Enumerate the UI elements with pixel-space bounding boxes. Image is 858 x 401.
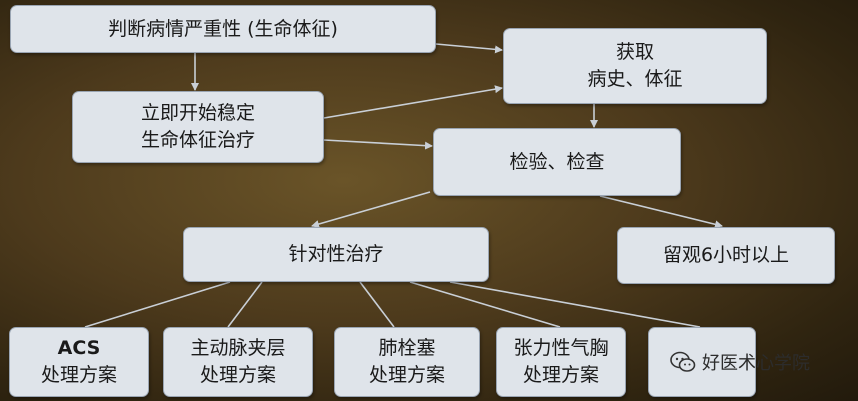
arrow-tests-to-targeted	[311, 191, 431, 228]
node-obtain-history: 获取 病史、体征	[503, 28, 767, 104]
line-targeted-to-acs	[84, 281, 231, 328]
watermark: 好医术心学院	[670, 347, 810, 377]
node-aortic-dissection-plan: 主动脉夹层 处理方案	[163, 327, 313, 397]
arrow-tests-to-observe	[599, 195, 723, 229]
node-tests-text: 检验、检查	[509, 150, 605, 173]
watermark-text: 好医术心学院	[702, 353, 810, 374]
node-observe-6h: 留观6小时以上	[617, 227, 835, 284]
node-tension-pneumothorax-plan: 张力性气胸 处理方案	[496, 327, 626, 397]
node-assess-severity-text: 判断病情严重性 (生命体征)	[108, 17, 338, 40]
wechat-icon	[670, 351, 696, 372]
node-observe-6h-text: 留观6小时以上	[662, 244, 790, 266]
node-pulmonary-embolism-plan-line1: 肺栓塞	[378, 337, 436, 359]
node-aortic-dissection-plan-line2: 处理方案	[199, 364, 276, 386]
arrow-stabilize-to-history	[323, 85, 503, 119]
line-targeted-to-pe	[359, 281, 395, 328]
line-targeted-to-other	[449, 281, 701, 328]
node-acs-plan-line1: ACS	[57, 337, 101, 359]
node-pulmonary-embolism-plan: 肺栓塞 处理方案	[334, 327, 480, 397]
node-other-plan	[648, 327, 756, 397]
node-obtain-history-line2: 病史、体征	[587, 68, 683, 90]
node-aortic-dissection-plan-line1: 主动脉夹层	[190, 337, 286, 359]
arrow-stabilize-to-tests	[323, 139, 433, 150]
node-tension-pneumothorax-plan-line2: 处理方案	[522, 364, 599, 386]
node-obtain-history-line1: 获取	[615, 41, 654, 63]
node-stabilize-vitals: 立即开始稳定 生命体征治疗	[72, 91, 324, 163]
node-assess-severity: 判断病情严重性 (生命体征)	[10, 5, 436, 53]
node-tests: 检验、检查	[433, 128, 681, 196]
arrow-assess-to-history	[435, 43, 503, 54]
node-tension-pneumothorax-plan-line1: 张力性气胸	[513, 337, 609, 359]
node-targeted-treatment: 针对性治疗	[183, 227, 489, 282]
node-pulmonary-embolism-plan-line2: 处理方案	[368, 364, 445, 386]
node-acs-plan-line2: 处理方案	[40, 364, 117, 386]
node-stabilize-vitals-line1: 立即开始稳定	[140, 102, 255, 124]
line-targeted-to-pneumothorax	[409, 281, 561, 328]
node-stabilize-vitals-line2: 生命体征治疗	[140, 129, 255, 151]
line-targeted-to-aortic	[227, 281, 263, 328]
node-targeted-treatment-text: 针对性治疗	[288, 243, 384, 265]
node-acs-plan: ACS 处理方案	[9, 327, 149, 397]
